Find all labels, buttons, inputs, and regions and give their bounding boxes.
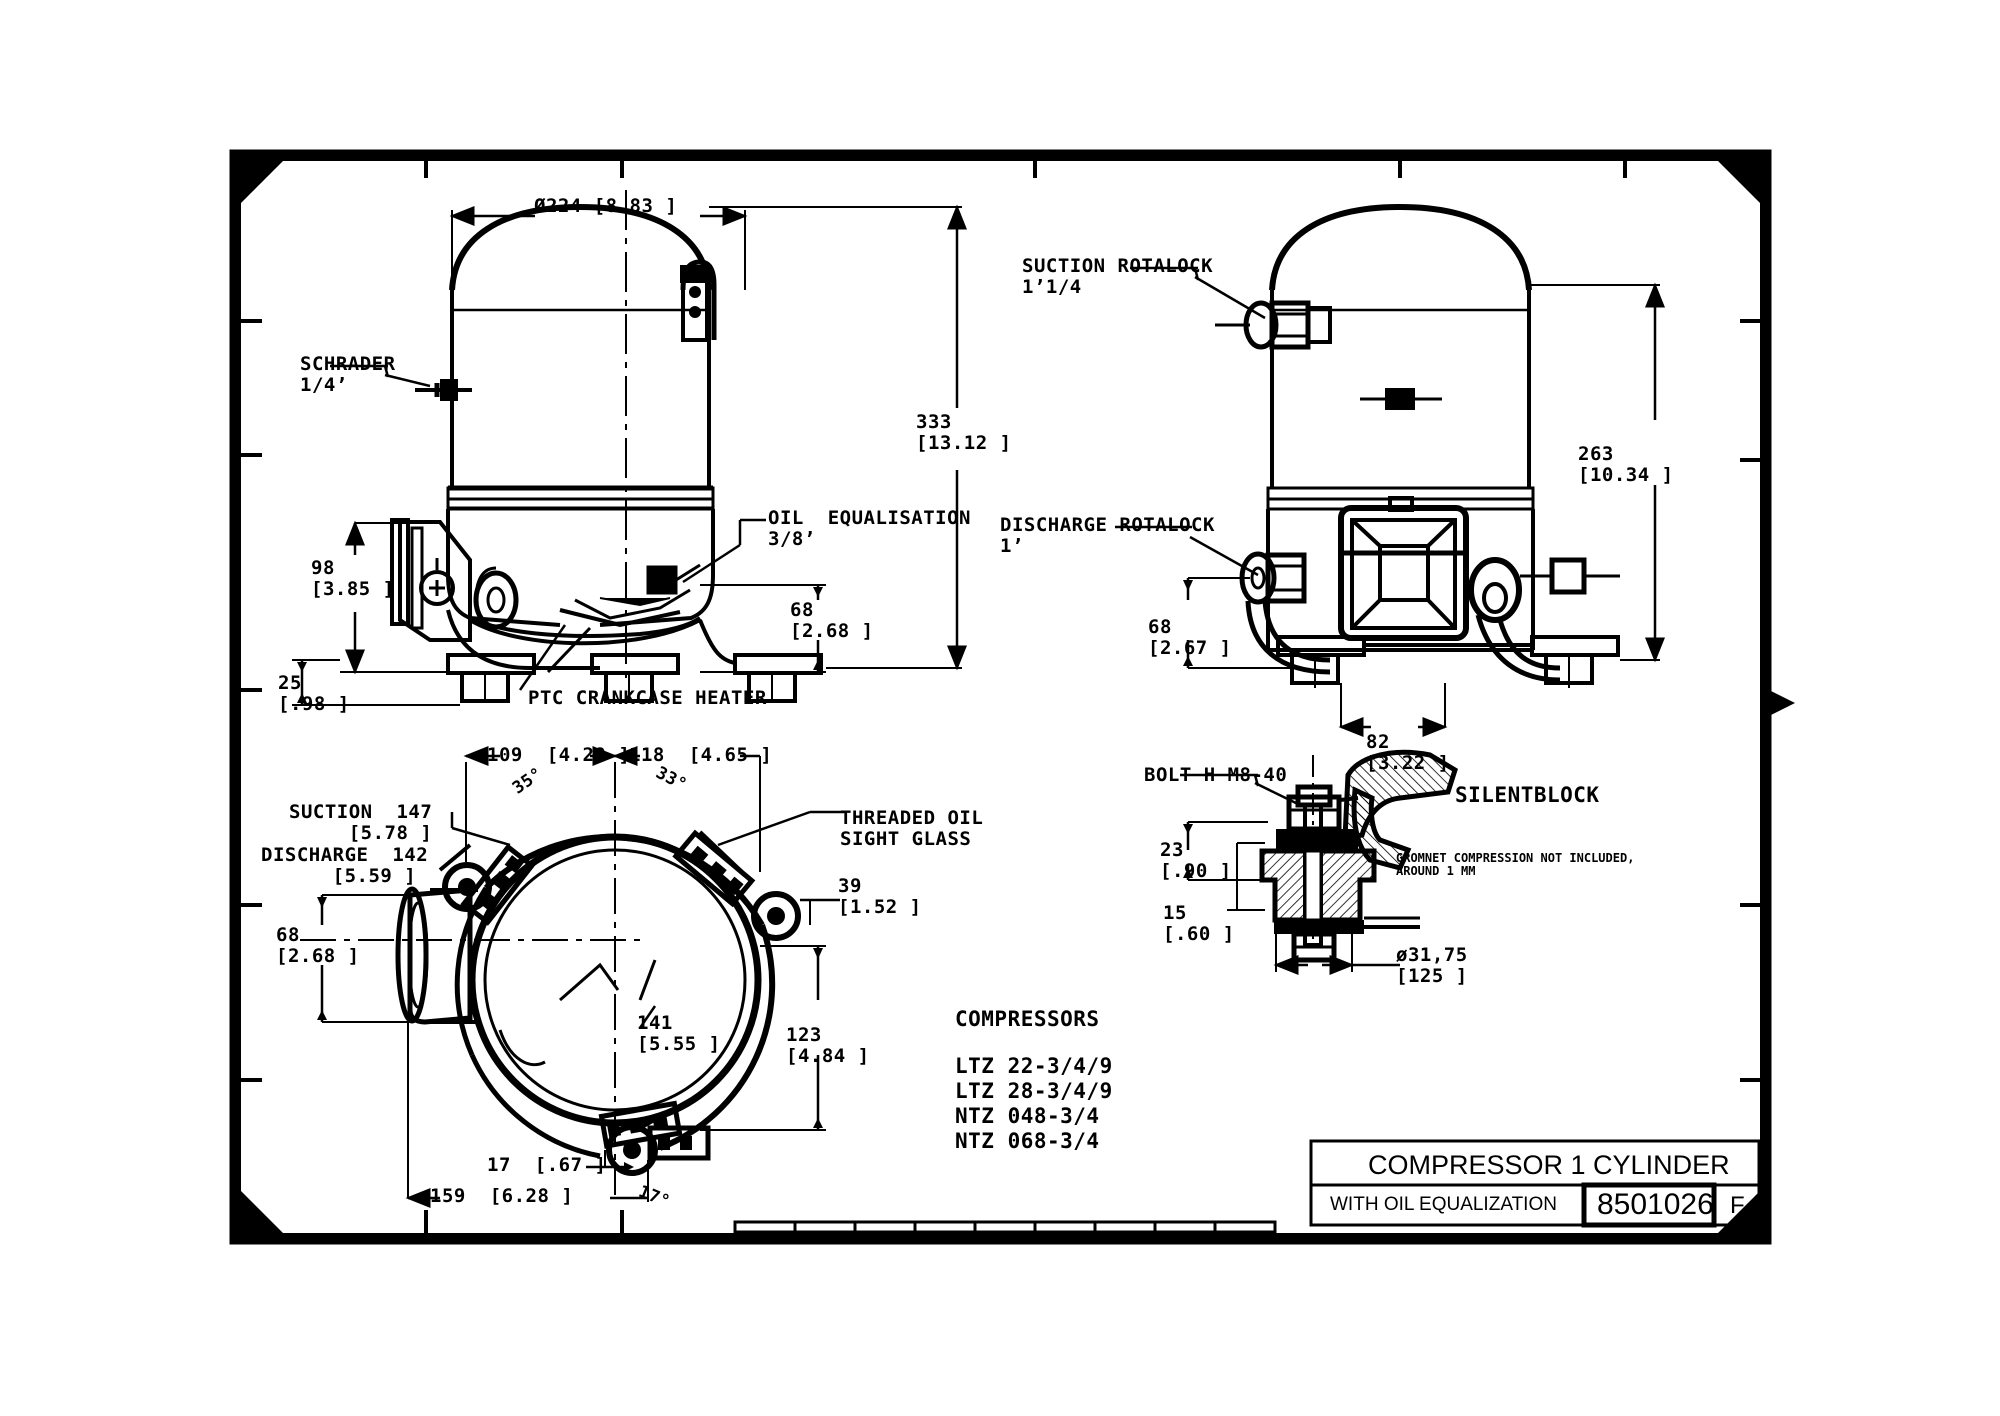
dim-label-109: 109 [4.29 ] [487, 744, 631, 766]
dim-diameter-224 [449, 206, 748, 398]
title-block-revision: F [1730, 1192, 1745, 1219]
dim-label-17: 17 [.67 ] [487, 1154, 607, 1176]
dim-118 [590, 746, 761, 872]
dim-label-diameter-3175: ø31,75 [125 ] [1396, 944, 1468, 988]
dim-diameter-3175 [1273, 934, 1400, 975]
suction-rotalock-fitting [1215, 300, 1332, 350]
dim-263 [1529, 282, 1665, 663]
compressor-model-1: LTZ 28-3/4/9 [955, 1079, 1113, 1103]
label-schrader: SCHRADER 1/4’ [300, 353, 396, 397]
dim-label-23: 23 [.90 ] [1160, 839, 1232, 883]
terminal-box [1338, 496, 1469, 641]
dim-label-15: 15 [.60 ] [1163, 902, 1235, 946]
top-plan-view [300, 746, 845, 1208]
dim-15 [1227, 842, 1265, 911]
dim-label-39: 39 [1.52 ] [838, 875, 922, 919]
dim-123 [700, 945, 826, 1131]
dim-label-68-side: 68 [2.67 ] [1148, 616, 1232, 660]
dim-label-98: 98 [3.85 ] [311, 557, 395, 601]
dim-39 [800, 898, 840, 925]
label-discharge-142: DISCHARGE 142 [5.59 ] [261, 844, 429, 888]
dim-label-263: 263 [10.34 ] [1578, 443, 1674, 487]
title-block-subtitle: WITH OIL EQUALIZATION [1330, 1194, 1557, 1215]
dim-label-141: 141 [5.55 ] [637, 1012, 721, 1056]
mounting-foot-left [390, 518, 472, 642]
front-elevation-view [292, 190, 967, 706]
compressor-model-3: NTZ 068-3/4 [955, 1129, 1100, 1153]
mounting-feet-bases [446, 609, 823, 703]
compressor-model-2: NTZ 048-3/4 [955, 1104, 1100, 1128]
title-block [1309, 1139, 1761, 1228]
dim-68-front [700, 584, 826, 673]
side-elevation-view [1115, 203, 1665, 737]
dim-height-333 [709, 204, 967, 671]
silentblock-detail [1180, 749, 1458, 975]
compressors-heading: COMPRESSORS [955, 1007, 1100, 1031]
label-bolt-h-m8-40: BOLT H M8-40 [1144, 764, 1288, 786]
title-block-drawing-number: 8501026 [1597, 1188, 1714, 1221]
title-block-title: COMPRESSOR 1 CYLINDER [1368, 1150, 1730, 1180]
dim-label-159: 159 [6.28 ] [430, 1185, 574, 1207]
dim-label-diameter-224: Ø224 [8.83 ] [534, 195, 678, 217]
dim-98 [340, 520, 470, 675]
label-suction-rotalock: SUCTION ROTALOCK 1’1/4 [1022, 255, 1214, 299]
silentblock-grommets-front [473, 566, 519, 630]
dim-23 [1183, 821, 1268, 881]
dim-159 [405, 1022, 649, 1208]
scale-ruler [733, 1220, 1277, 1234]
mount-pad-bottom [598, 1098, 711, 1176]
label-silentblock-title: SILENTBLOCK [1455, 783, 1600, 807]
label-suction-147: SUCTION 147 [5.78 ] [289, 801, 433, 845]
dim-label-118: 118 [4.65 ] [629, 744, 773, 766]
terminal-box-plan [395, 886, 478, 1025]
dim-68-plan [317, 894, 410, 1023]
compressor-model-0: LTZ 22-3/4/9 [955, 1054, 1113, 1078]
dim-82 [1338, 683, 1448, 737]
dim-label-123: 123 [4.84 ] [786, 1024, 870, 1068]
mount-pad-upper-left [438, 843, 536, 926]
dim-label-68-front: 68 [2.68 ] [790, 599, 874, 643]
lifting-lug [680, 259, 717, 342]
mounting-feet-side [1276, 635, 1620, 688]
label-discharge-rotalock: DISCHARGE ROTALOCK 1’ [1000, 514, 1215, 558]
dim-label-25: 25 [.98 ] [278, 672, 350, 716]
dim-label-82: 82 [3.22 ] [1366, 731, 1450, 775]
dim-17 [586, 1150, 634, 1172]
dim-label-68-plan: 68 [2.68 ] [276, 924, 360, 968]
dim-141 [638, 1005, 657, 1029]
mount-pad-upper-right [672, 829, 801, 941]
dim-label-height-333: 333 [13.12 ] [916, 411, 1012, 455]
nameplate [1360, 388, 1442, 410]
dim-68-side [1183, 577, 1290, 669]
dim-25 [292, 659, 460, 706]
label-oil-equalisation: OIL EQUALISATION 3/8’ [768, 507, 971, 551]
schrader-valve [415, 379, 472, 401]
dim-109 [463, 746, 500, 862]
label-threaded-oil-sight-glass: THREADED OIL SIGHT GLASS [840, 807, 984, 851]
sheet-border [229, 149, 1795, 1245]
oil-equalisation-port [646, 563, 701, 595]
label-ptc-crankcase-heater: PTC CRANKCASE HEATER [528, 687, 767, 709]
note-grommet-compression: GROMNET COMPRESSION NOT INCLUDED, AROUND… [1396, 851, 1635, 879]
